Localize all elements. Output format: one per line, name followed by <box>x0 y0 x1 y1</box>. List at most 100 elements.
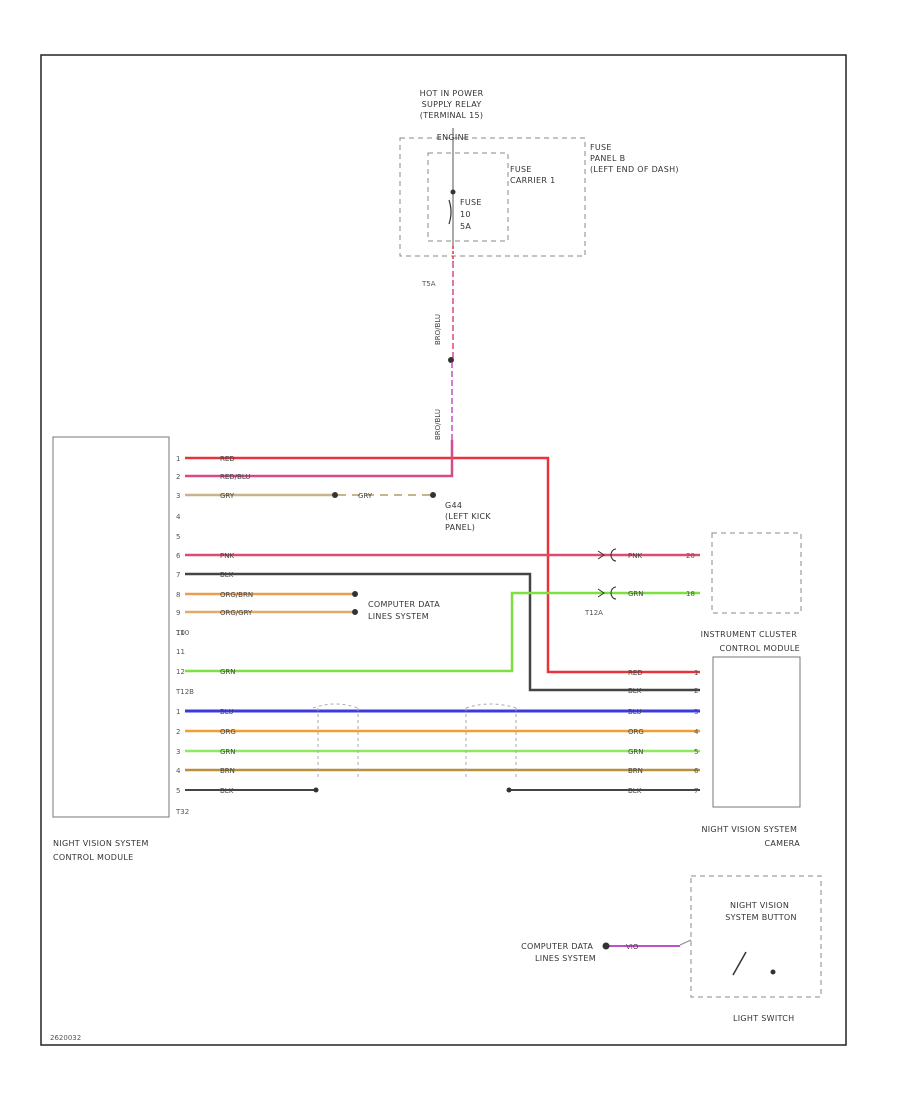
wire-org-gry-label: ORG/GRY <box>220 609 253 617</box>
cam-pin-6: 6 <box>694 767 699 775</box>
wire-violet-dot <box>602 942 610 950</box>
cam-pin-5: 5 <box>694 748 698 756</box>
camera-label: NIGHT VISION SYSTEM CAMERA <box>701 825 800 848</box>
night-vision-button-box <box>690 875 822 998</box>
bottom-wire-label-4: BRN <box>220 767 235 775</box>
wire-pnk-right-label: PNK <box>628 552 642 560</box>
computer-data-lines-2: COMPUTER DATA LINES SYSTEM <box>521 942 596 963</box>
pin-6: 6 <box>176 552 181 560</box>
cam-wire-4: ORG <box>628 728 644 736</box>
cam-wire-7: BLK <box>628 787 642 795</box>
shield-marks <box>312 703 517 780</box>
bottom-wire-label-5: BLK <box>220 787 234 795</box>
fuse-panel-label: FUSE PANEL B (LEFT END OF DASH) <box>590 143 679 174</box>
night-vision-control-module <box>52 436 170 818</box>
cam-pin-3: 3 <box>694 708 698 716</box>
wire-violet-label: VIO <box>626 943 639 951</box>
switch-contact <box>770 969 776 975</box>
pin-3: 3 <box>176 492 180 500</box>
cam-wire-1: RED <box>628 669 643 677</box>
fuse-label: FUSE 10 5A <box>460 198 485 231</box>
pin-2: 2 <box>176 473 180 481</box>
instrument-cluster-module <box>711 532 802 614</box>
wire-bottom-blk-dot-left <box>313 787 319 793</box>
computer-data-lines-1: COMPUTER DATA LINES SYSTEM <box>368 600 443 621</box>
wire-blk <box>185 572 700 692</box>
wire-grn-label: GRN <box>220 668 236 676</box>
wire-blk-label: BLK <box>220 571 234 579</box>
wire-grn <box>185 591 700 673</box>
wire-red <box>185 456 700 674</box>
wire-red-blu-label: RED/BLU <box>220 473 251 481</box>
bottom-pin-numbers: 1 2 3 4 5 <box>176 708 181 795</box>
bottom-wire-labels: BLU ORG GRN BRN BLK <box>220 708 236 795</box>
switch-arm <box>732 951 747 976</box>
bottom-pin-5: 5 <box>176 787 180 795</box>
cam-wire-5: GRN <box>628 748 644 756</box>
wire-gry-label: GRY <box>220 492 235 500</box>
figure-code: 2620032 <box>50 1034 81 1042</box>
connector-mark-pnk <box>597 548 617 562</box>
cam-wire-6: BRN <box>628 767 643 775</box>
bottom-wire-label-2: ORG <box>220 728 236 736</box>
cluster-pin-18: 18 <box>686 590 695 598</box>
wire-vertical-label-1: BRO/BLU <box>434 314 442 345</box>
diagram-frame <box>40 54 847 1046</box>
wire-gry-mid-label: GRY <box>358 492 373 500</box>
bottom-pin-4: 4 <box>176 767 181 775</box>
pin-1: 1 <box>176 455 180 463</box>
night-vision-camera <box>712 656 801 808</box>
splice-dot <box>448 357 454 363</box>
cluster-pin-20: 20 <box>686 552 695 560</box>
fuse-carrier-label: FUSE CARRIER 1 <box>510 165 555 185</box>
light-switch-label: LIGHT SWITCH <box>733 1014 794 1023</box>
bottom-pin-3: 3 <box>176 748 180 756</box>
bottom-pin-1: 1 <box>176 708 180 716</box>
connector-mark-grn <box>597 586 617 600</box>
pin-8: 8 <box>176 591 180 599</box>
shield-right <box>465 703 517 780</box>
bottom-wire-label-1: BLU <box>220 708 233 716</box>
ground-g44-label: G44 (LEFT KICK PANEL) <box>445 501 494 532</box>
fuse-panel-box <box>399 137 586 257</box>
module-label: NIGHT VISION SYSTEM CONTROL MODULE <box>53 839 152 862</box>
wire-red-label: RED <box>220 455 235 463</box>
fuse-top-dot <box>450 189 456 195</box>
cam-wire-3: BLU <box>628 708 641 716</box>
pin-5: 5 <box>176 533 180 541</box>
bottom-pin-2: 2 <box>176 728 180 736</box>
wire-org-brn-label: ORG/BRN <box>220 591 253 599</box>
pin-7: 7 <box>176 571 180 579</box>
bottom-wire-label-3: GRN <box>220 748 236 756</box>
connector-t12b: T12B <box>175 688 194 696</box>
cam-pin-2: 2 <box>694 687 698 695</box>
camera-pins: 1 2 3 4 5 6 7 <box>694 669 699 795</box>
wire-red-blu <box>185 440 454 478</box>
shield-left <box>312 703 359 780</box>
pin-10: 10 <box>176 629 185 637</box>
wire-pnk-label: PNK <box>220 552 234 560</box>
wire-bottom-blk-dot-right <box>506 787 512 793</box>
wire-gry-dot-2 <box>430 492 436 498</box>
pin-9: 9 <box>176 609 180 617</box>
connector-t12a: T12A <box>584 609 603 617</box>
wire-vertical-label-2: BRO/BLU <box>434 409 442 440</box>
connector-t10: T10 <box>175 629 189 637</box>
pin-11: 11 <box>176 648 185 656</box>
cluster-label: INSTRUMENT CLUSTER CONTROL MODULE <box>701 630 800 653</box>
cam-wire-2: BLK <box>628 687 642 695</box>
switch-feed <box>679 939 692 946</box>
cam-pin-1: 1 <box>694 669 698 677</box>
connector-t5a: T5A <box>421 280 436 288</box>
wire-grn-right-label: GRN <box>628 590 644 598</box>
wire-org-gry-dot <box>352 609 358 615</box>
left-pin-numbers: 1 2 3 4 5 6 7 8 9 10 11 12 <box>176 455 185 676</box>
connector-t32: T32 <box>175 808 189 816</box>
wire-gry-dot-1 <box>332 492 338 498</box>
button-label: NIGHT VISION SYSTEM BUTTON <box>725 901 797 922</box>
pin-12: 12 <box>176 668 185 676</box>
fuse-carrier-box <box>427 152 509 242</box>
fuse-symbol <box>448 199 452 225</box>
cam-pin-7: 7 <box>694 787 698 795</box>
cam-pin-4: 4 <box>694 728 699 736</box>
